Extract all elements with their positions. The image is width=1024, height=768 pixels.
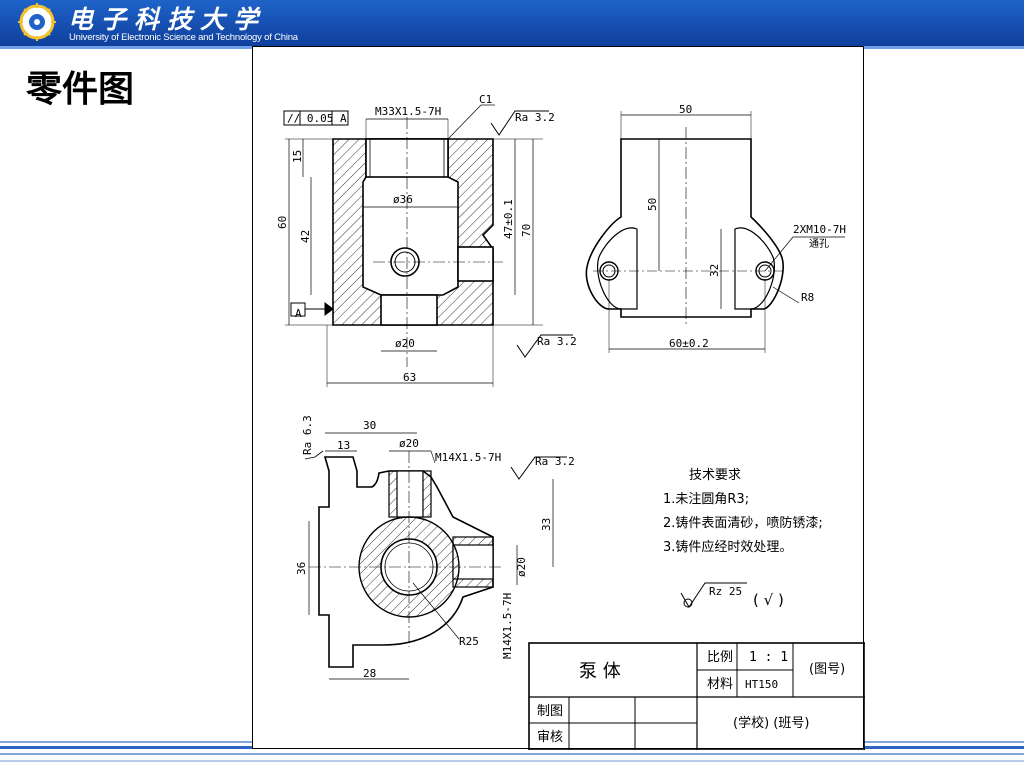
roughness-label: Ra 3.2 <box>537 335 577 348</box>
dim-label: ø20 <box>395 337 415 350</box>
material-label: 材料 <box>707 677 733 692</box>
dim-label: 60±0.2 <box>669 337 709 350</box>
top-view <box>304 432 567 680</box>
drawing-number: (图号) <box>809 662 845 677</box>
part-name: 泵 体 <box>579 661 621 682</box>
school-class-label: (学校) (班号) <box>733 715 809 731</box>
dim-label: M14X1.5-7H <box>435 451 501 464</box>
dim-label: R25 <box>459 635 479 648</box>
title-block <box>528 642 866 751</box>
roughness-label: Ra 3.2 <box>535 455 575 468</box>
dim-label: 2XM10-7H <box>793 223 846 236</box>
dim-label: 33 <box>540 518 553 531</box>
tolerance-label: // 0.05 A <box>287 112 347 125</box>
dim-label: M33X1.5-7H <box>375 105 441 118</box>
drawn-by-label: 制图 <box>537 704 563 719</box>
dim-label: 32 <box>708 264 721 277</box>
dim-label: 30 <box>363 419 376 432</box>
university-name-cn: 电子科技大学 <box>68 5 267 34</box>
top-view-labels: Ra 6.3 30 13 ø20 M14X1.5-7H Ra 3.2 33 36… <box>295 415 575 680</box>
roughness-label: Ra 6.3 <box>301 415 314 455</box>
part-drawing-svg: // 0.05 A M33X1.5-7H C1 Ra 3.2 A ø36 ø20… <box>276 93 866 751</box>
scale-value: 1 : 1 <box>749 650 788 665</box>
slide-title: 零件图 <box>26 69 135 110</box>
dim-label: 47±0.1 <box>502 199 515 239</box>
dim-label: 36 <box>295 562 308 575</box>
checked-by-label: 审核 <box>537 730 563 745</box>
header-banner: 电子科技大学 University of Electronic Science … <box>0 0 1024 49</box>
dim-label: ø20 <box>515 557 528 577</box>
dim-label: 42 <box>299 230 312 243</box>
university-logo-icon <box>18 3 56 41</box>
footer-line <box>0 753 1024 755</box>
dim-label: 60 <box>276 216 289 229</box>
engineering-drawing: // 0.05 A M33X1.5-7H C1 Ra 3.2 A ø36 ø20… <box>252 46 866 751</box>
side-view-labels: 50 50 2XM10-7H 通孔 32 R8 60±0.2 <box>646 103 846 350</box>
roughness-label: ( √ ) <box>753 591 784 609</box>
dim-label: 63 <box>403 371 416 384</box>
dim-label: 通孔 <box>809 238 829 250</box>
dim-label: C1 <box>479 93 492 106</box>
technical-requirements: 技术要求 1.未注圆角R3; 2.铸件表面清砂，喷防锈漆; 3.铸件应经时效处理… <box>663 468 823 555</box>
roughness-label: Rz 25 <box>709 585 742 598</box>
side-view <box>585 111 845 353</box>
dim-label: 70 <box>520 224 533 237</box>
title-block-text: 泵 体 比例 1 : 1 (图号) 材料 HT150 制图 审核 (学校) (班… <box>537 650 845 745</box>
dim-label: 13 <box>337 439 350 452</box>
roughness-label: Ra 3.2 <box>515 111 555 124</box>
dim-label: 28 <box>363 667 376 680</box>
dim-label: ø36 <box>393 193 413 206</box>
front-section-view <box>283 104 573 387</box>
datum-label: A <box>295 307 302 320</box>
dim-label: ø20 <box>399 437 419 450</box>
dim-label: 50 <box>679 103 692 116</box>
general-roughness <box>680 582 747 608</box>
dim-label: 15 <box>291 150 304 163</box>
dim-label: 50 <box>646 198 659 211</box>
dim-label: R8 <box>801 291 814 304</box>
front-view-labels: // 0.05 A M33X1.5-7H C1 Ra 3.2 A ø36 ø20… <box>276 93 577 384</box>
tech-item: 3.铸件应经时效处理。 <box>663 539 792 555</box>
tech-title: 技术要求 <box>689 468 741 483</box>
footer-line <box>0 760 1024 762</box>
university-name-en: University of Electronic Science and Tec… <box>69 32 298 43</box>
tech-item: 2.铸件表面清砂，喷防锈漆; <box>663 515 823 531</box>
tech-item: 1.未注圆角R3; <box>663 492 749 507</box>
material-value: HT150 <box>745 678 778 691</box>
scale-label: 比例 <box>707 650 733 665</box>
dim-label: M14X1.5-7H <box>501 593 514 659</box>
